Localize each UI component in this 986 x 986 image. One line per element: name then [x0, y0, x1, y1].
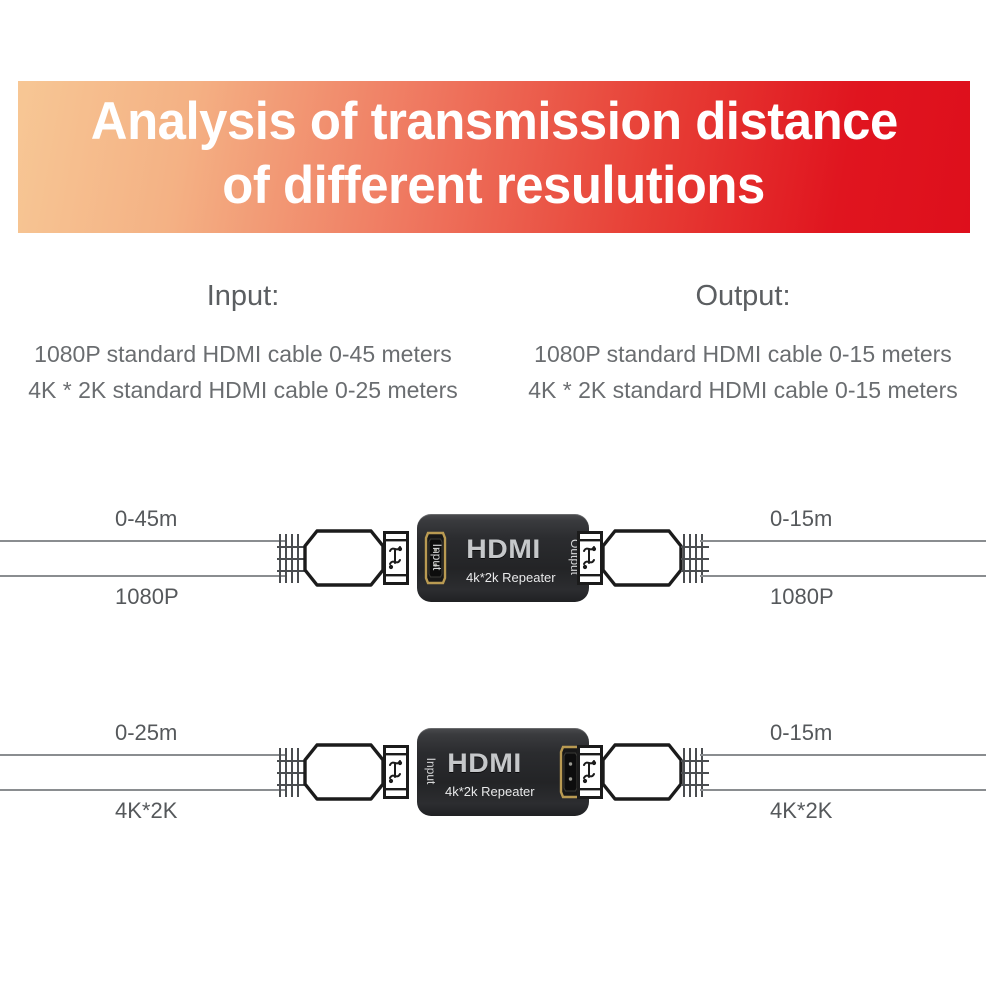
diagram-row-1080p: Input HDMI 4k*2k Repeater Output 0-45m 1… — [0, 478, 986, 638]
strain-relief-right — [681, 534, 709, 583]
cable-left — [0, 540, 286, 577]
strain-relief-left — [277, 748, 305, 797]
callout-resolution-right: 4K*2K — [770, 798, 833, 823]
callout-resolution-right: 1080P — [770, 584, 834, 609]
output-spec-line-4k2k: 4K * 2K standard HDMI cable 0-15 meters — [528, 377, 958, 403]
cable-left — [0, 754, 286, 791]
hdmi-connector-right — [601, 524, 683, 592]
hdmi-connector-left — [303, 738, 385, 806]
device-brand-logo: HDMI — [447, 748, 522, 778]
callout-resolution-left: 1080P — [115, 584, 179, 609]
device-brand-logo: HDMI — [466, 534, 541, 564]
hdmi-connector-right — [601, 738, 683, 806]
device-input-label: Input — [424, 757, 438, 785]
title-line-2: of different resulutions — [222, 156, 766, 215]
title-banner: Analysis of transmission distance of dif… — [18, 81, 970, 233]
device-model-text: 4k*2k Repeater — [445, 784, 535, 799]
callout-distance-left: 0-25m — [115, 720, 178, 745]
output-spec-column: Output: 1080P standard HDMI cable 0-15 m… — [508, 278, 978, 408]
callout-distance-right: 0-15m — [770, 720, 833, 745]
hdmi-connector-left — [303, 524, 385, 592]
input-spec-line-1080p: 1080P standard HDMI cable 0-45 meters — [34, 341, 452, 367]
strain-relief-right — [681, 748, 709, 797]
callout-distance-left: 0-45m — [115, 506, 178, 531]
callout-resolution-left: 4K*2K — [115, 798, 178, 823]
device-face: Input HDMI 4k*2k Repeater Output — [417, 514, 589, 602]
device-input-label: Input — [430, 543, 444, 571]
hdmi-plug-tip-left — [383, 531, 409, 585]
hdmi-repeater-device-2: Input HDMI 4k*2k Repeater Output — [417, 728, 589, 816]
callout-distance-right: 0-15m — [770, 506, 833, 531]
hdmi-plug-tip-right — [577, 745, 603, 799]
cable-right — [700, 754, 986, 791]
input-heading: Input: — [206, 280, 280, 312]
diagram-row-4k2k: Input HDMI 4k*2k Repeater Output — [0, 692, 986, 852]
hdmi-repeater-device-1: Input HDMI 4k*2k Repeater Output — [417, 514, 589, 602]
input-spec-column: Input: 1080P standard HDMI cable 0-45 me… — [8, 278, 478, 408]
cable-right — [700, 540, 986, 577]
strain-relief-left — [277, 534, 305, 583]
output-spec-line-1080p: 1080P standard HDMI cable 0-15 meters — [534, 341, 952, 367]
input-spec-line-4k2k: 4K * 2K standard HDMI cable 0-25 meters — [28, 377, 458, 403]
hdmi-port-icon — [424, 531, 447, 585]
hdmi-plug-tip-left — [383, 745, 409, 799]
hdmi-plug-tip-right — [577, 531, 603, 585]
output-heading: Output: — [695, 280, 791, 312]
title-line-1: Analysis of transmission distance — [90, 92, 898, 151]
device-model-text: 4k*2k Repeater — [466, 570, 556, 585]
device-face: Input HDMI 4k*2k Repeater Output — [417, 728, 589, 816]
